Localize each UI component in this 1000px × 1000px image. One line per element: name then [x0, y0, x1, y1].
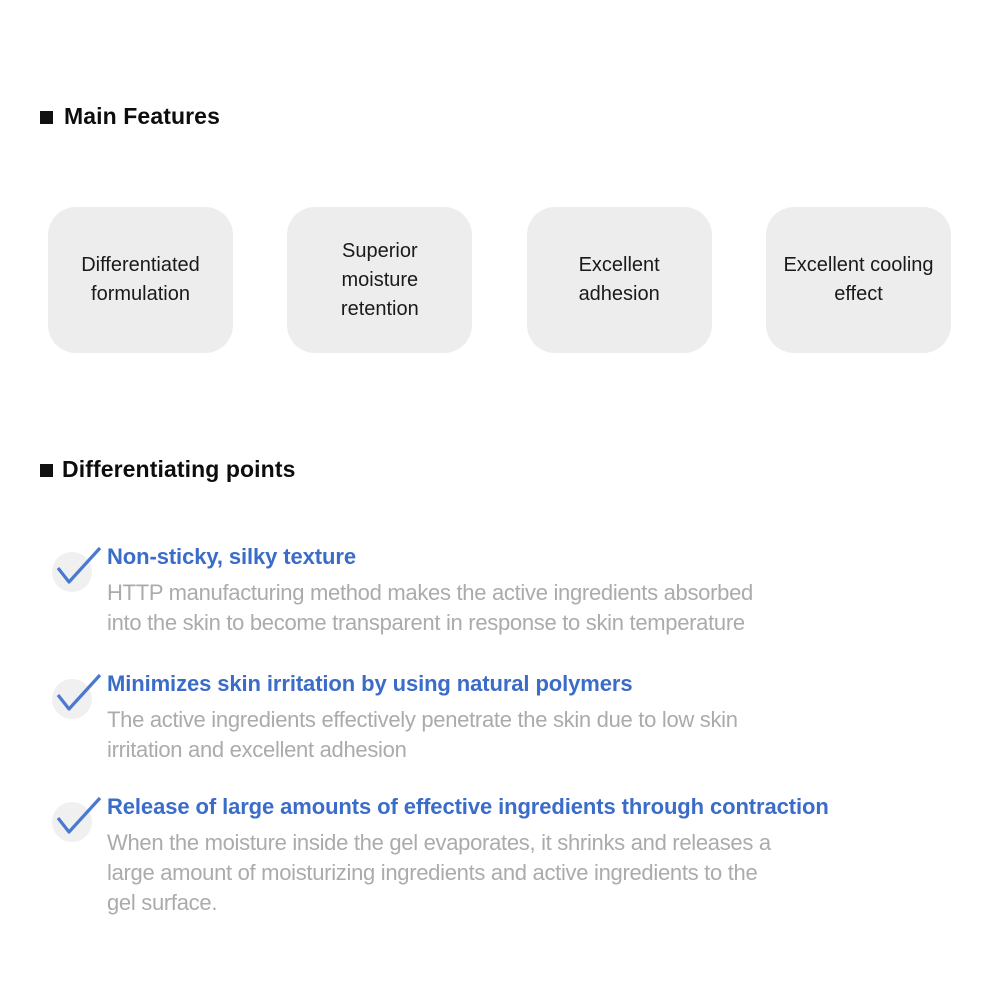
point-title: Minimizes skin irritation by using natur…	[107, 671, 633, 696]
point-body: Minimizes skin irritation by using natur…	[107, 670, 962, 765]
square-bullet-icon	[40, 111, 53, 124]
feature-card-cooling-effect: Excellent cooling effect	[765, 207, 951, 353]
description-line: into the skin to become transparent in r…	[107, 610, 745, 635]
description-line: The active ingredients effectively penet…	[107, 707, 738, 732]
square-bullet-icon	[40, 464, 53, 477]
point-description: The active ingredients effectively penet…	[107, 705, 962, 765]
point-minimizes-irritation: Minimizes skin irritation by using natur…	[52, 670, 962, 765]
card-label: Excellent adhesion	[578, 254, 660, 305]
point-non-sticky-texture: Non-sticky, silky texture HTTP manufactu…	[52, 543, 962, 638]
point-title: Release of large amounts of effective in…	[107, 794, 829, 819]
card-label: Differentiated formulation	[81, 254, 200, 305]
point-release-ingredients: Release of large amounts of effective in…	[52, 793, 962, 918]
feature-cards-row: Differentiated formulation Superior mois…	[48, 207, 951, 353]
point-description: When the moisture inside the gel evapora…	[107, 828, 962, 918]
description-line: HTTP manufacturing method makes the acti…	[107, 580, 753, 605]
point-description: HTTP manufacturing method makes the acti…	[107, 578, 962, 638]
feature-card-adhesion: Excellent adhesion	[526, 207, 712, 353]
differentiating-points-header: Differentiating points	[40, 456, 295, 483]
card-label: Superior moisture retention	[340, 239, 419, 320]
feature-card-differentiated-formulation: Differentiated formulation	[48, 207, 233, 353]
check-icon	[52, 673, 102, 719]
point-body: Release of large amounts of effective in…	[107, 793, 962, 918]
main-features-header: Main Features	[40, 103, 220, 130]
feature-card-moisture-retention: Superior moisture retention	[287, 207, 473, 353]
section-title-main-features: Main Features	[64, 103, 220, 129]
description-line: gel surface.	[107, 890, 218, 915]
check-icon	[52, 546, 102, 592]
check-icon	[52, 796, 102, 842]
description-line: large amount of moisturizing ingredients…	[107, 860, 758, 885]
section-title-differentiating-points: Differentiating points	[62, 456, 296, 482]
point-body: Non-sticky, silky texture HTTP manufactu…	[107, 543, 962, 638]
description-line: When the moisture inside the gel evapora…	[107, 830, 771, 855]
point-title: Non-sticky, silky texture	[107, 544, 356, 569]
card-label: Excellent cooling effect	[783, 254, 934, 305]
description-line: irritation and excellent adhesion	[107, 737, 407, 762]
